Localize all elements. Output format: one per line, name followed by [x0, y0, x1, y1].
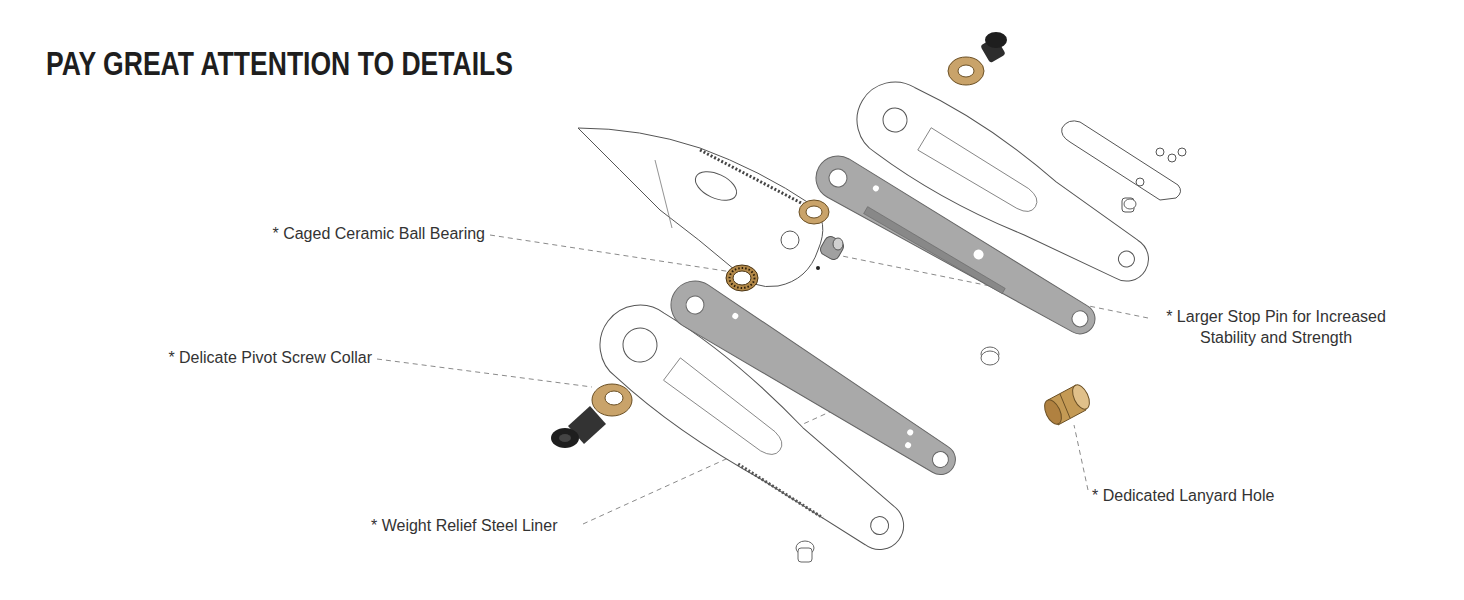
blade — [578, 128, 823, 287]
page-title: PAY GREAT ATTENTION TO DETAILS — [46, 44, 513, 82]
pivot-screw — [948, 32, 1007, 85]
steel-liner — [808, 148, 1105, 345]
pivot-washers — [726, 200, 829, 291]
callout-label: * Dedicated Lanyard Hole — [1092, 485, 1274, 506]
callout-label: * Caged Ceramic Ball Bearing — [272, 223, 485, 244]
callout-label: * Delicate Pivot Screw Collar — [168, 347, 372, 368]
lanyard-tube — [1041, 382, 1093, 426]
callout-label: * Larger Stop Pin for Increased Stabilit… — [1150, 306, 1402, 348]
pocket-clip — [1062, 121, 1186, 212]
steel-liner — [662, 272, 966, 487]
stop-pin — [818, 234, 845, 261]
small-screws — [796, 199, 1136, 562]
pivot-collar — [551, 384, 632, 448]
callout-label: * Weight Relief Steel Liner — [371, 515, 557, 536]
